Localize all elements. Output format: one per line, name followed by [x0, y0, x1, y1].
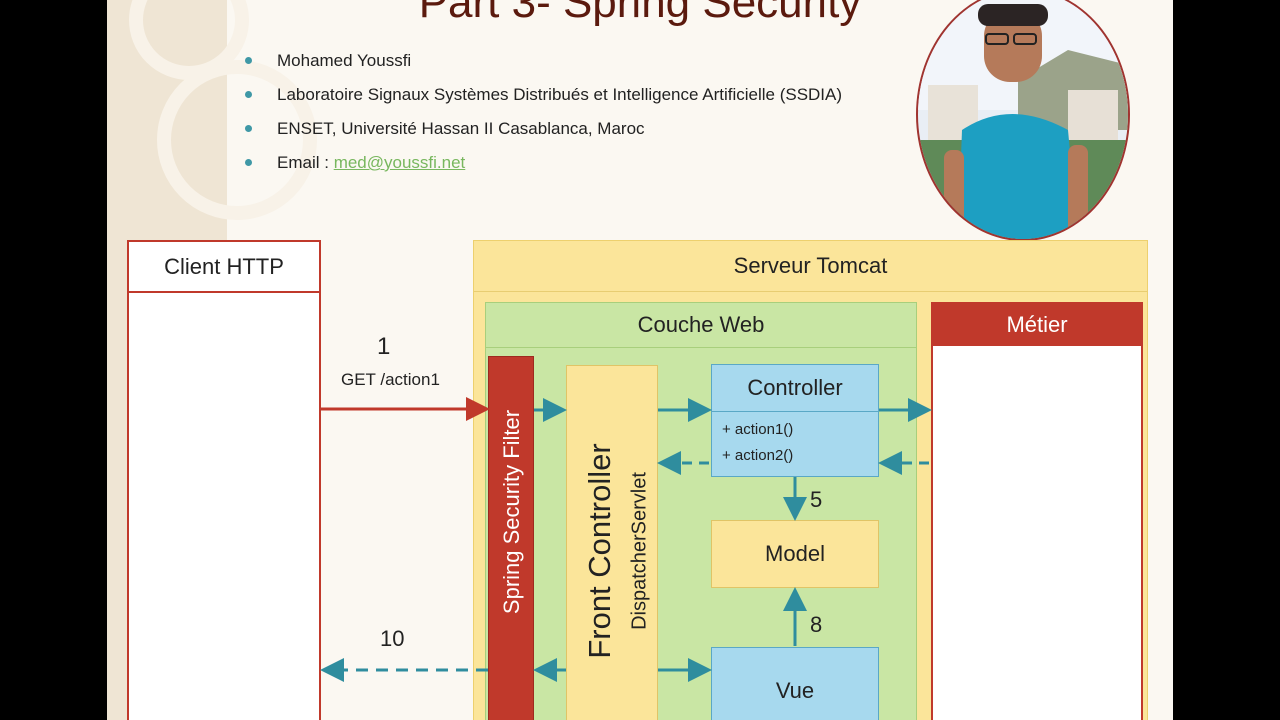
security-filter-box: Spring Security Filter [488, 356, 534, 720]
author-info-list: Mohamed Youssfi Laboratoire Signaux Syst… [245, 47, 842, 183]
step-1-label: 1 [377, 333, 391, 360]
bullet-school: ENSET, Université Hassan II Casablanca, … [245, 115, 842, 149]
bullet-lab: Laboratoire Signaux Systèmes Distribués … [245, 81, 842, 115]
email-label: Email : [277, 153, 334, 172]
web-layer-label: Couche Web [486, 303, 916, 348]
bullet-author: Mohamed Youssfi [245, 47, 842, 81]
controller-box: Controller + action1() + action2() [711, 364, 879, 477]
request-label: GET /action1 [341, 370, 440, 389]
client-label: Client HTTP [129, 242, 319, 293]
business-label: Métier [933, 304, 1141, 346]
email-link[interactable]: med@youssfi.net [333, 153, 466, 172]
step-10-label: 10 [380, 626, 405, 651]
client-box: Client HTTP [127, 240, 321, 720]
controller-label: Controller [712, 365, 878, 412]
view-box: Vue [711, 647, 879, 720]
server-label: Serveur Tomcat [474, 241, 1147, 292]
slide: Part 3- Spring Security Mohamed Youssfi … [107, 0, 1173, 720]
business-box: Métier [931, 302, 1143, 720]
step-5-label: 5 [810, 487, 823, 512]
front-controller-box: Front Controller DispatcherServlet [566, 365, 658, 720]
arrows-layer [320, 397, 932, 682]
bullet-email: Email : med@youssfi.net [245, 149, 842, 183]
step-8-label: 8 [810, 612, 823, 637]
controller-action2: + action2() [722, 447, 794, 464]
controller-action1: + action1() [722, 421, 794, 438]
slide-title: Part 3- Spring Security [418, 0, 862, 27]
